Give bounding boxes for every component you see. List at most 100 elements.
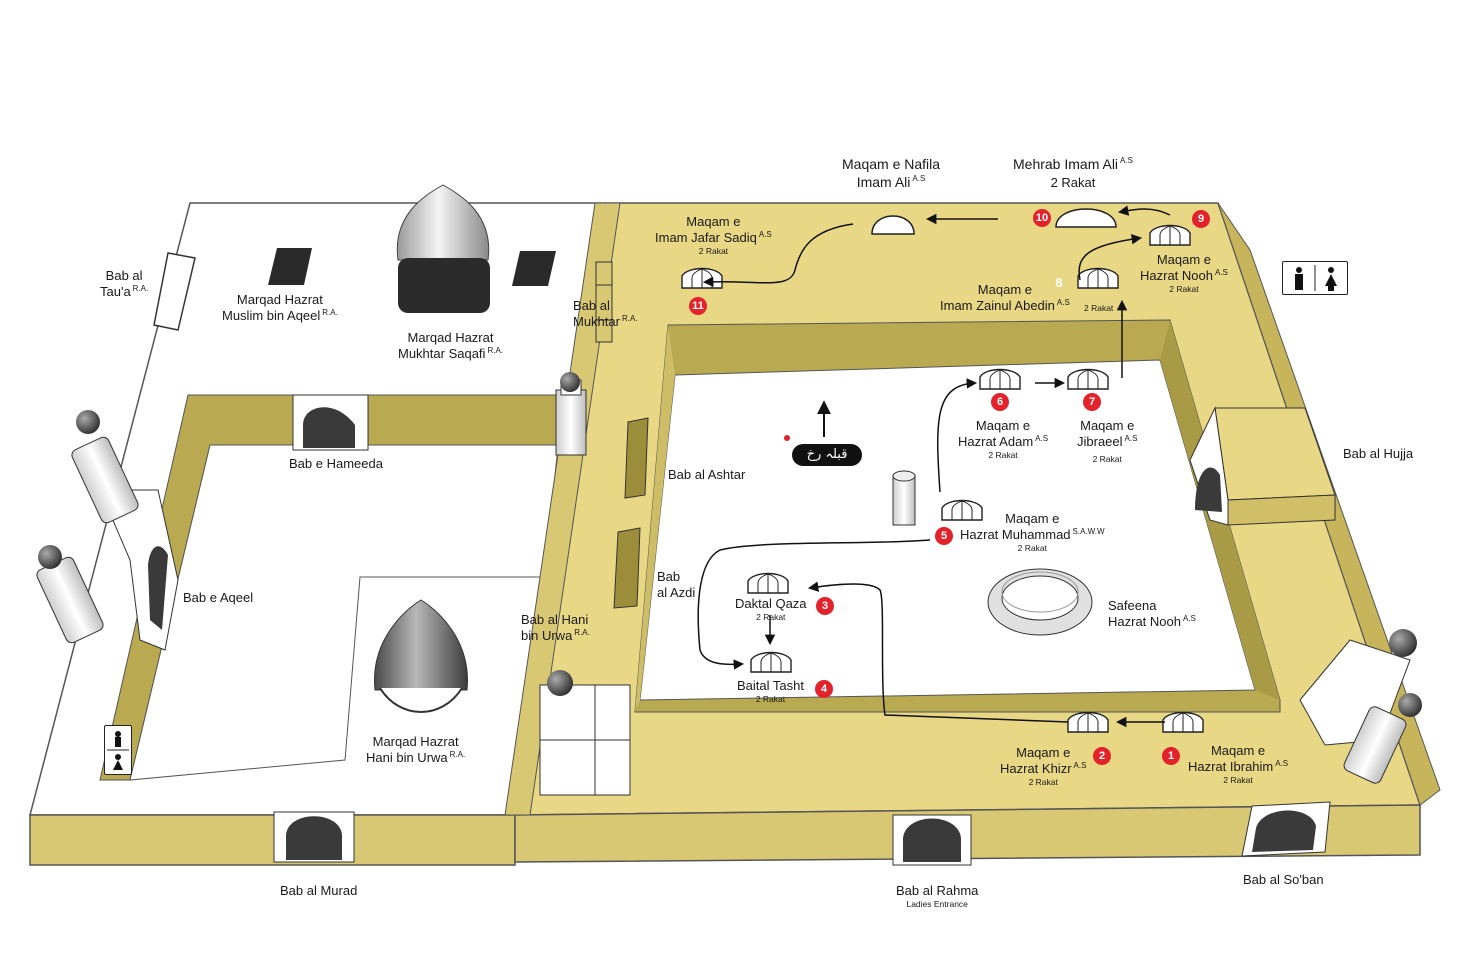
line: Imam Zainul Abedin [940,298,1055,313]
line: Hazrat Ibrahim [1188,759,1274,774]
line: Daktal Qaza [735,596,807,611]
rakat: 2 Rakat [1092,454,1122,464]
line: Bab al [105,268,143,283]
line: Imam Ali [856,174,911,190]
mihrab-khizr-icon[interactable] [1067,711,1109,733]
bab-tau-a-gate[interactable] [153,252,196,331]
mihrab-muhammad-icon[interactable] [941,499,983,521]
line: Mukhtar Saqafi [398,346,486,361]
mihrab-jafar-icon[interactable] [681,267,723,289]
line: Maqam e [1080,418,1135,433]
line: Mehrab Imam Ali [1013,156,1119,172]
bab-hameeda-label: Bab e Hameeda [289,456,383,471]
bab-aqeel-gate-arch-icon[interactable] [99,489,179,651]
mihrab-jibraeel-icon[interactable] [1067,368,1109,390]
marqad-hani-dome-icon[interactable] [374,599,468,713]
bab-ashtar-gate[interactable] [624,417,649,499]
rakat: 2 Rakat [988,450,1018,460]
line: bin Urwa [521,628,573,643]
line: Hazrat Nooh [1108,614,1181,629]
honorific: A.S [912,174,926,184]
step-badge-5: 5 [935,527,953,545]
step-badge-11: 11 [689,297,707,315]
mihrab-baital-tasht-icon[interactable] [750,651,792,673]
line: Maqam e [1156,252,1212,267]
bab-murad-gate-arch-icon[interactable] [273,811,355,863]
minaret-icon [36,545,104,644]
rakat: 2 Rakat [755,694,786,704]
qibla-direction-label: قبلہ رخ [792,444,862,466]
bab-soban-label: Bab al So'ban [1243,872,1324,887]
rakat: 2 Rakat [698,246,729,256]
rakat: 2 Rakat [1169,284,1199,294]
honorific: A.S [1035,433,1049,443]
bab-murad-label: Bab al Murad [280,883,358,898]
daktal-qaza-label: Daktal Qaza 2 Rakat [735,596,807,623]
step-badge-1: 1 [1162,747,1180,765]
line: Marqad Hazrat [407,330,494,345]
rakat: 2 Rakat [1028,777,1058,787]
line: Hazrat Muhammad [960,527,1071,542]
line: Maqam e [975,418,1031,433]
marqad-mukhtar-dome-icon[interactable] [396,184,490,313]
restroom-icon [1295,265,1337,291]
mihrab-ibrahim-icon[interactable] [1162,711,1204,733]
bab-azdi-gate[interactable] [613,527,641,609]
restroom-icon[interactable] [1282,261,1348,295]
maqam-nafila-dome-icon[interactable] [871,215,915,235]
mihrab-nooh-icon[interactable] [1149,224,1191,246]
bab-mukhtar-gate[interactable] [595,261,613,343]
line: Bab [657,569,681,584]
minaret-icon [539,670,631,796]
marqad-muslim-tomb[interactable] [268,248,312,285]
qibla-dot [784,435,790,441]
mihrab-daktal-qaza-icon[interactable] [747,572,789,594]
rakat: 2 Rakat [756,612,786,622]
honorific: A.S [1120,156,1133,166]
bab-soban-gate-arch-icon[interactable] [1241,801,1331,857]
mihrab-adam-icon[interactable] [979,368,1021,390]
line: Jibraeel [1077,434,1123,449]
line: Ladies Entrance [906,899,968,909]
step-badge-4: 4 [815,680,833,698]
honorific: A.S [758,229,772,239]
rakat: 2 Rakat [1017,543,1047,553]
bab-azdi-label: Bab al Azdi [657,569,695,601]
mehrab-ali-dome-icon[interactable] [1055,208,1117,228]
rakat: 2 Rakat [1050,175,1096,190]
line: Bab al Hani [521,612,589,627]
line: Maqam e [1005,511,1060,526]
line: Hazrat Nooh [1140,268,1213,283]
bab-hujja-gate[interactable] [1189,406,1336,526]
honorific: R.A. [621,313,638,323]
bab-aqeel-label: Bab e Aqeel [183,590,254,605]
honorific: S.A.W.W [1072,526,1105,536]
minaret-icon [555,372,587,456]
step-badge-8: 8 [1055,275,1063,290]
bab-rahma-gate-arch-icon[interactable] [892,814,972,866]
honorific: R.A. [132,283,149,293]
restroom-icon[interactable] [104,725,132,775]
step-badge-9: 9 [1192,210,1210,228]
line: Marqad Hazrat [236,292,323,307]
line: Marqad Hazrat [372,734,459,749]
step-badge-2: 2 [1093,747,1111,765]
safeena-hazrat-nooh-well[interactable] [987,568,1093,636]
courtyard-pillar [892,470,916,526]
mihrab-zainul-icon[interactable] [1077,267,1119,289]
honorific: A.S [1124,433,1138,443]
bab-hameeda-gate-arch-icon[interactable] [292,394,369,451]
baital-tasht-label: Baital Tasht 2 Rakat [737,678,804,705]
